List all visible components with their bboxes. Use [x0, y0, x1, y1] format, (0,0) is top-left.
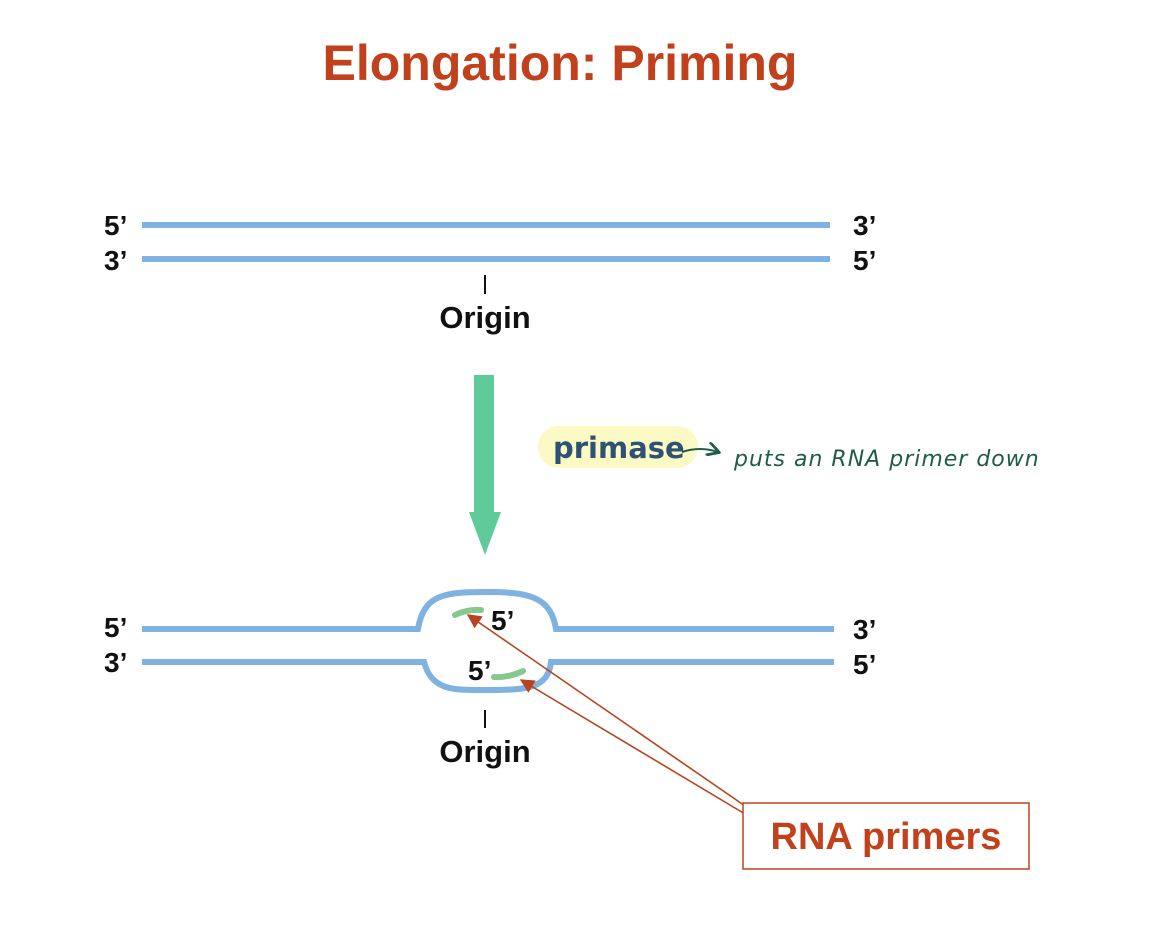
bottom-left-upper-end-label: 5’	[104, 612, 127, 643]
diagram-title: Elongation: Priming	[323, 35, 798, 91]
primase-highlight	[538, 426, 698, 468]
upper-rna-primer	[452, 606, 484, 618]
callout-box	[742, 802, 1030, 870]
process-arrow-shaft	[474, 375, 494, 513]
callout-label: RNA primers	[771, 816, 1002, 858]
top-right-upper-end-label: 3’	[853, 210, 876, 241]
top-duplex: 5’ 3’ 3’ 5’ Origin	[104, 210, 876, 335]
note-arrow-icon	[681, 449, 718, 452]
lower-rna-primer	[491, 668, 526, 681]
top-right-lower-end-label: 5’	[853, 245, 876, 276]
top-left-upper-end-label: 5’	[104, 210, 127, 241]
process-arrow-head	[469, 512, 501, 555]
top-left-lower-end-label: 3’	[104, 245, 127, 276]
bottom-duplex-upper-strand	[142, 588, 834, 632]
bubble-lower-primer-end-label: 5’	[468, 655, 491, 686]
bottom-right-upper-end-label: 3’	[853, 614, 876, 645]
bottom-left-lower-end-label: 3’	[104, 647, 127, 678]
top-origin-label: Origin	[439, 300, 530, 335]
bottom-duplex-lower-strand	[142, 659, 834, 694]
bottom-origin-label: Origin	[439, 734, 530, 769]
bubble-upper-primer-end-label: 5’	[491, 605, 514, 636]
rna-primers-callout: RNA primers	[466, 614, 1030, 870]
primase-annotation: primase puts an RNA primer down	[538, 426, 1040, 472]
bottom-right-lower-end-label: 5’	[853, 649, 876, 680]
callout-pointer-upper	[466, 614, 749, 809]
callout-pointer-lower	[519, 679, 746, 815]
primase-label: primase	[553, 431, 685, 465]
process-arrow	[469, 375, 501, 555]
bottom-duplex: 5’ 3’ 3’ 5’ 5’ 5’ Origin	[104, 588, 876, 769]
handwritten-note: puts an RNA primer down	[733, 447, 1040, 472]
